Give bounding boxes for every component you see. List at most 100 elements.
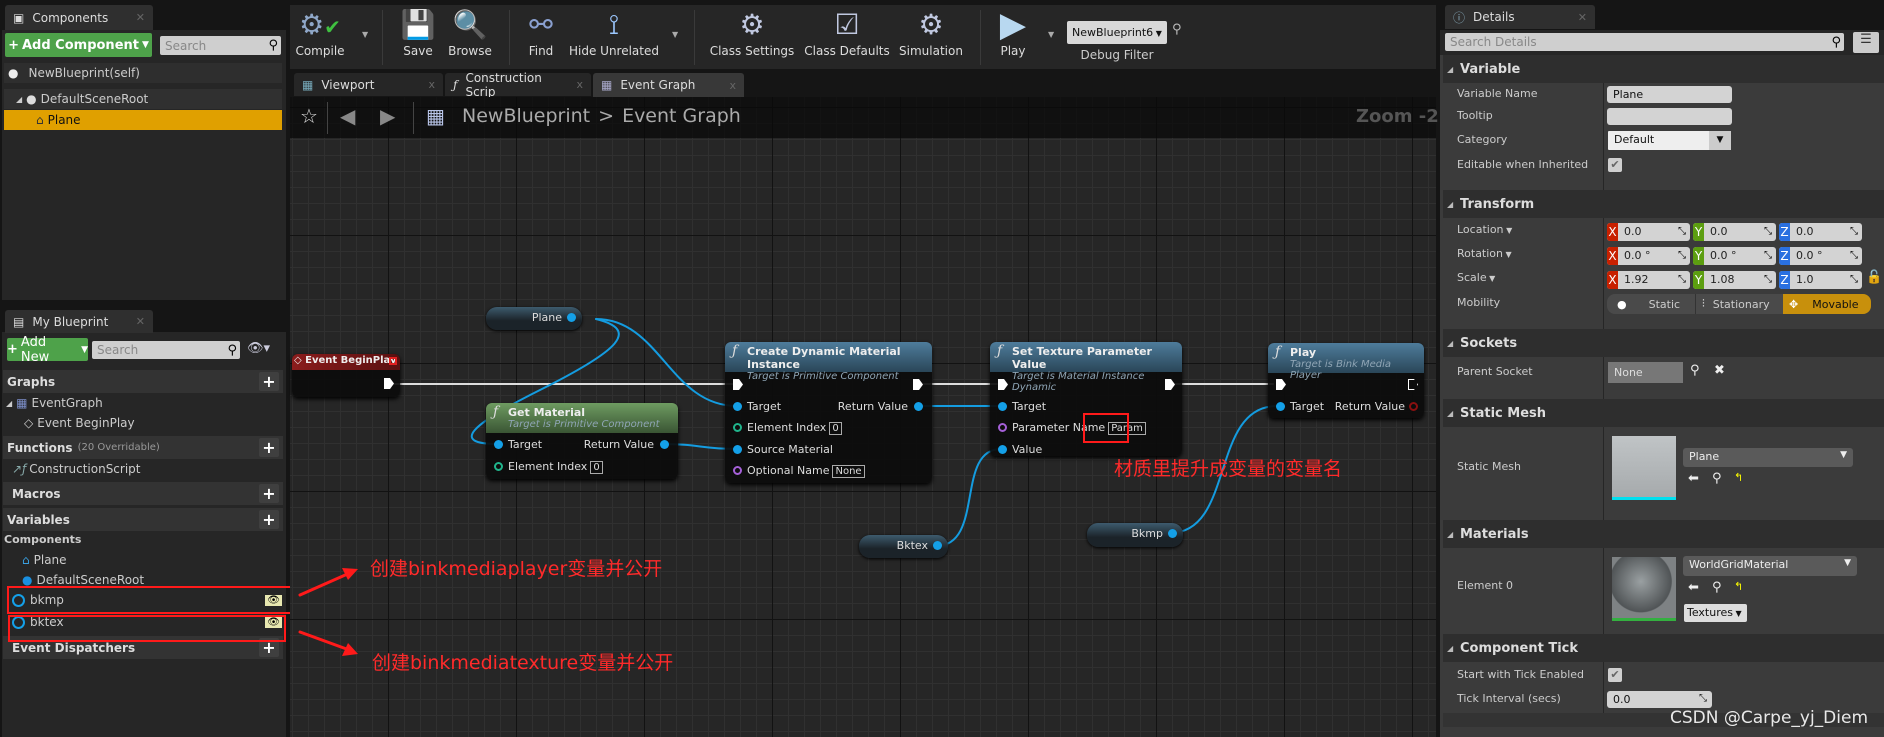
node-get-bkmp[interactable]: Bkmp (1087, 523, 1183, 547)
drag-handle-icon[interactable]: ⤡ (1699, 693, 1707, 704)
add-function-button[interactable]: + (259, 438, 279, 457)
mobility-static-button[interactable]: ●Static (1617, 297, 1681, 311)
compile-options-chevron-icon[interactable]: ▼ (362, 30, 369, 39)
close-icon[interactable]: ✕ (135, 11, 145, 24)
optional-name-pin[interactable] (733, 466, 742, 475)
favorite-star-icon[interactable]: ☆ (300, 104, 318, 128)
drag-handle-icon[interactable]: ⤡ (1764, 250, 1772, 261)
element-index-input[interactable]: 0 (829, 422, 842, 435)
section-functions[interactable]: Functions(20 Overridable)+ (3, 436, 283, 459)
exec-out-pin[interactable] (913, 379, 923, 390)
node-get-bktex[interactable]: Bktex (859, 535, 948, 558)
compile-button[interactable]: ⚙✔Compile (280, 6, 360, 58)
play-button[interactable]: ▶Play (973, 6, 1053, 58)
return-value-pin[interactable] (660, 440, 669, 449)
plane-output-pin[interactable] (567, 313, 576, 322)
play-options-chevron-icon[interactable]: ▼ (1048, 30, 1055, 39)
section-graphs[interactable]: Graphs+ (3, 370, 283, 393)
add-variable-button[interactable]: + (259, 510, 279, 529)
use-selected-arrow-icon[interactable]: ⬅ (1688, 471, 1699, 486)
debug-filter-dropdown[interactable]: NewBlueprint6 ▼ (1067, 21, 1167, 44)
my-blueprint-search-input[interactable]: Search⚲ (92, 341, 240, 359)
close-icon[interactable]: x (428, 78, 435, 91)
tab-components[interactable]: ▣Components✕ (5, 5, 153, 30)
target-pin[interactable] (494, 440, 503, 449)
details-search-input[interactable]: Search Details⚲ (1445, 33, 1844, 51)
subsection-components[interactable]: Components (4, 533, 82, 546)
class-defaults-button[interactable]: ☑Class Defaults (797, 6, 897, 58)
property-matrix-button[interactable]: ☰ (1853, 32, 1879, 53)
lock-scale-icon[interactable]: 🔓 (1866, 270, 1883, 285)
node-event-beginplay[interactable]: ◇ Event BeginPlay (292, 354, 400, 397)
clear-socket-x-icon[interactable]: ✖ (1714, 363, 1725, 378)
tree-item-self[interactable]: ●NewBlueprint(self) (4, 63, 282, 83)
drag-handle-icon[interactable]: ⤡ (1764, 274, 1772, 285)
value-pin[interactable] (998, 445, 1007, 454)
graph-item-eventgraph[interactable]: ◢▦EventGraph (6, 396, 103, 410)
variable-item-defaultsceneroot[interactable]: ●DefaultSceneRoot (22, 573, 145, 587)
expand-arrow-icon[interactable]: ◢ (16, 94, 23, 104)
category-dropdown[interactable]: Default▼ (1608, 131, 1731, 150)
browse-asset-search-icon[interactable]: ⚲ (1712, 580, 1722, 595)
optional-name-input[interactable]: None (832, 465, 865, 478)
drag-handle-icon[interactable]: ⤡ (1850, 250, 1858, 261)
tick-interval-input[interactable]: 0.0⤡ (1607, 691, 1712, 708)
debug-filter-search-icon[interactable]: ⚲ (1172, 22, 1182, 37)
browse-button[interactable]: 🔍Browse (430, 6, 510, 58)
hide-unrelated-chevron-icon[interactable]: ▼ (672, 30, 679, 39)
static-mesh-dropdown[interactable]: Plane▼ (1683, 448, 1853, 467)
start-with-tick-enabled-checkbox[interactable]: ✔ (1608, 668, 1622, 682)
drag-handle-icon[interactable]: ⤡ (1678, 274, 1686, 285)
close-icon[interactable]: ✕ (135, 315, 145, 328)
section-static-mesh[interactable]: Static Mesh (1443, 399, 1884, 427)
parameter-name-pin[interactable] (998, 423, 1007, 432)
use-selected-arrow-icon[interactable]: ⬅ (1688, 580, 1699, 595)
textures-dropdown-button[interactable]: Textures ▼ (1684, 604, 1747, 622)
drag-handle-icon[interactable]: ⤡ (1678, 250, 1686, 261)
variable-item-bkmp[interactable]: bkmp👁 (12, 593, 282, 607)
editable-when-inherited-checkbox[interactable]: ✔ (1608, 158, 1622, 172)
back-arrow-icon[interactable]: ◀ (340, 104, 356, 128)
material-dropdown[interactable]: WorldGridMaterial▼ (1683, 556, 1857, 576)
variable-item-plane[interactable]: ⌂Plane (22, 553, 67, 567)
save-button[interactable]: 💾Save (378, 6, 458, 58)
return-value-pin[interactable] (1409, 402, 1418, 411)
source-material-pin[interactable] (733, 445, 742, 454)
exec-out-pin[interactable] (1165, 379, 1175, 390)
add-dispatcher-button[interactable]: + (259, 638, 279, 657)
browse-socket-search-icon[interactable]: ⚲ (1690, 363, 1700, 378)
delegate-pin[interactable] (389, 357, 397, 365)
node-get-plane[interactable]: Plane (486, 307, 582, 330)
exec-out-pin[interactable] (1408, 379, 1418, 390)
exec-in-pin[interactable] (733, 379, 743, 390)
class-settings-button[interactable]: ⚙Class Settings (702, 6, 802, 58)
components-search-input[interactable]: Search⚲ (160, 36, 281, 55)
reset-to-default-icon[interactable]: ↰ (1734, 471, 1744, 484)
hide-unrelated-button[interactable]: ⟟Hide Unrelated (564, 6, 664, 58)
view-options-eye-icon[interactable]: 👁▾ (247, 341, 271, 356)
section-variable[interactable]: Variable (1443, 55, 1884, 83)
add-component-button[interactable]: +Add Component▼ (5, 33, 152, 57)
browse-asset-search-icon[interactable]: ⚲ (1712, 471, 1722, 486)
expand-arrow-icon[interactable]: ◢ (6, 398, 13, 408)
add-new-button[interactable]: +Add New▼ (7, 334, 88, 365)
tab-my-blueprint[interactable]: ▤My Blueprint✕ (5, 310, 153, 333)
tree-item-plane[interactable]: ⌂Plane (4, 110, 282, 130)
add-graph-button[interactable]: + (259, 372, 279, 391)
element-index-pin[interactable] (733, 423, 742, 432)
section-transform[interactable]: Transform (1443, 190, 1884, 218)
reset-to-default-icon[interactable]: ↰ (1734, 580, 1744, 593)
public-eye-icon[interactable]: 👁 (265, 616, 282, 628)
